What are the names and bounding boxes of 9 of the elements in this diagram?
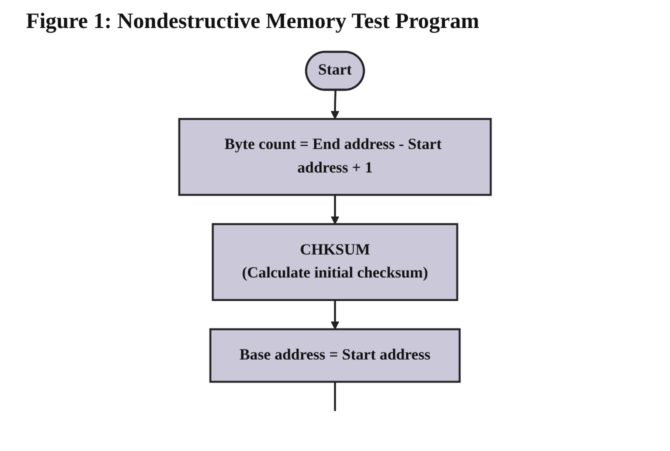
process-box: Byte count = End address - Start address + 1 bbox=[178, 118, 492, 196]
process-box: CHKSUM (Calculate initial checksum) bbox=[212, 223, 458, 301]
connector-line bbox=[334, 382, 336, 411]
figure-title: Figure 1: Nondestructive Memory Test Program bbox=[26, 8, 480, 34]
arrow bbox=[330, 90, 340, 120]
process-box: Base address = Start address bbox=[209, 328, 461, 383]
terminal-node: Start bbox=[305, 50, 365, 91]
arrow bbox=[330, 194, 340, 224]
arrow bbox=[330, 300, 340, 330]
